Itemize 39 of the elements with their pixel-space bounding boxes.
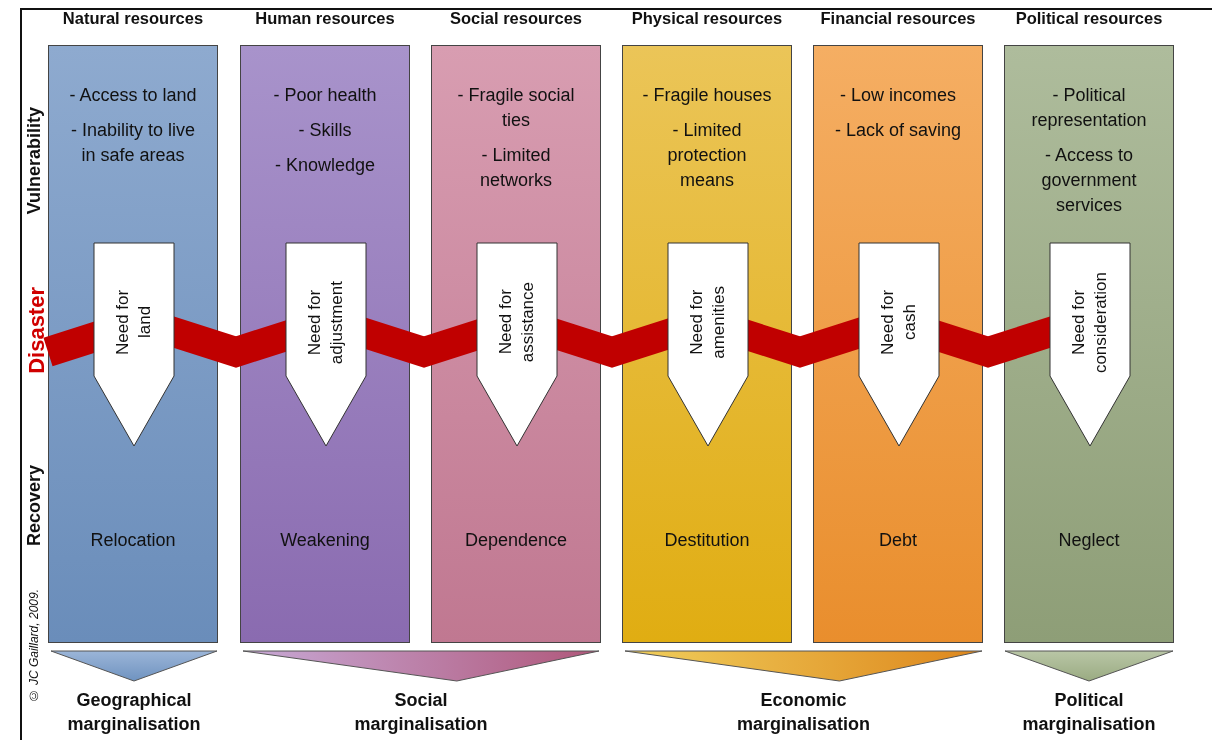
bullet-item: - Inability to live in safe areas xyxy=(69,119,197,167)
arrow-label: Need for consideration xyxy=(1068,270,1111,375)
group-label: Economic marginalisation xyxy=(736,689,871,736)
bullet-item: - Knowledge xyxy=(273,154,377,177)
bullet-item: - Low incomes xyxy=(838,84,957,107)
copyright-note: © JC Gaillard, 2009. xyxy=(27,588,41,702)
outcome-text: Weakening xyxy=(279,530,371,551)
bullet-item: - Fragile houses xyxy=(641,84,773,107)
outcome-text: Neglect xyxy=(1057,530,1121,551)
column-heading: Human resources xyxy=(254,9,396,28)
row-label: Vulnerability xyxy=(24,106,45,214)
bullet-item: - Skills xyxy=(297,119,353,142)
bullet-item: - Limited networks xyxy=(479,144,553,192)
outcome-text: Debt xyxy=(878,530,918,551)
arrow-label: Need for amenities xyxy=(686,284,729,361)
column-heading: Financial resources xyxy=(819,9,977,28)
column-heading: Social resources xyxy=(448,9,584,28)
bullet-item: - Political representation xyxy=(1030,84,1148,132)
arrow-label: Need for land xyxy=(112,288,155,357)
bullet-item: - Fragile social ties xyxy=(456,84,576,132)
outcome-text: Dependence xyxy=(463,530,569,551)
bullet-item: - Access to government services xyxy=(1040,144,1138,217)
outcome-text: Relocation xyxy=(89,530,177,551)
outcome-text: Destitution xyxy=(663,530,751,551)
bullet-item: - Access to land xyxy=(68,84,198,107)
bullet-item: - Poor health xyxy=(272,84,378,107)
arrow-label: Need for adjustment xyxy=(304,279,347,366)
arrow-label: Need for assistance xyxy=(495,281,538,365)
row-label: Recovery xyxy=(24,464,45,546)
group-label: Political marginalisation xyxy=(1021,689,1157,736)
group-label: Social marginalisation xyxy=(353,689,489,736)
column-heading: Natural resources xyxy=(61,9,205,28)
column-heading: Political resources xyxy=(1014,9,1164,28)
bullet-item: - Lack of saving xyxy=(833,119,963,142)
group-label: Geographical marginalisation xyxy=(66,689,202,736)
column-heading: Physical resources xyxy=(630,9,784,28)
row-label: Disaster xyxy=(24,286,50,374)
bullet-item: - Limited protection means xyxy=(666,119,748,192)
arrow-label: Need for cash xyxy=(877,288,920,357)
